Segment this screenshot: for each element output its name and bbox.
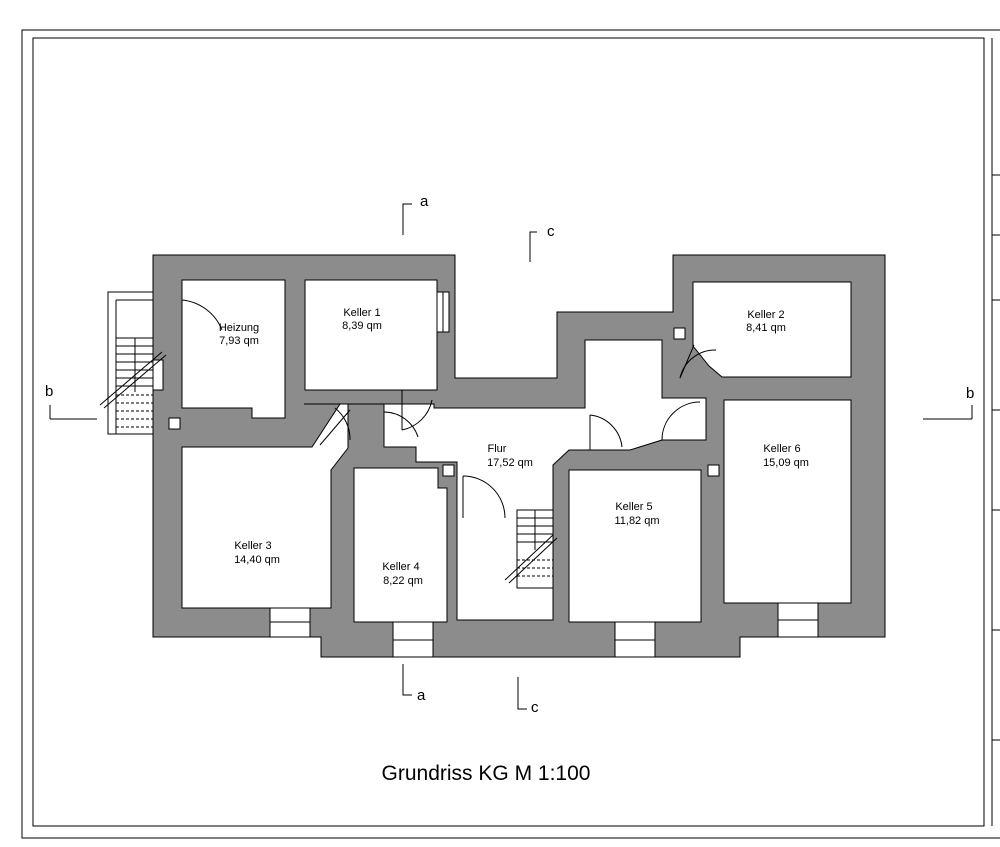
room-keller1-area: 8,39 qm [342, 320, 382, 332]
section-a-bottom-label: a [417, 687, 426, 704]
outside-stairs [99, 291, 167, 435]
room-keller2-name: Keller 2 [747, 309, 784, 321]
inner-stairs [504, 509, 558, 589]
room-keller2-area: 8,41 qm [746, 322, 786, 334]
shafts [168, 327, 720, 477]
room-keller6-name: Keller 6 [763, 443, 800, 455]
room-keller2 [692, 281, 852, 378]
room-keller1 [304, 279, 438, 391]
room-flur-area: 17,52 qm [487, 457, 533, 469]
inner-frame [32, 37, 985, 827]
room-heizung-area: 7,93 qm [219, 335, 259, 347]
section-b-left-label: b [45, 383, 53, 400]
section-markers [49, 203, 973, 710]
section-a-top-label: a [420, 193, 429, 210]
room-interiors [181, 279, 852, 623]
room-keller3-name: Keller 3 [234, 540, 271, 552]
room-keller4-area: 8,22 qm [383, 575, 423, 587]
room-keller6 [723, 399, 852, 604]
room-keller4 [353, 467, 448, 623]
room-keller3 [181, 403, 349, 609]
room-keller5 [568, 469, 702, 623]
room-keller1-name: Keller 1 [343, 307, 380, 319]
doors [181, 299, 717, 519]
room-keller6-area: 15,09 qm [763, 457, 809, 469]
title-block-edge [991, 38, 1000, 826]
room-keller4-name: Keller 4 [382, 561, 419, 573]
room-flur [304, 339, 707, 621]
room-keller5-area: 11,82 qm [614, 515, 659, 527]
room-keller3-area: 14,40 qm [234, 554, 280, 566]
room-keller5-name: Keller 5 [615, 501, 652, 513]
section-c-top-label: c [547, 223, 555, 240]
windows [152, 291, 819, 658]
section-c-bottom-label: c [531, 699, 539, 716]
room-flur-name: Flur [488, 443, 507, 455]
section-b-right-label: b [966, 385, 974, 402]
outer-frame [21, 29, 1000, 839]
drawing-title: Grundriss KG M 1:100 [382, 762, 591, 785]
room-heizung-name: Heizung [219, 322, 259, 334]
room-heizung [181, 279, 286, 419]
